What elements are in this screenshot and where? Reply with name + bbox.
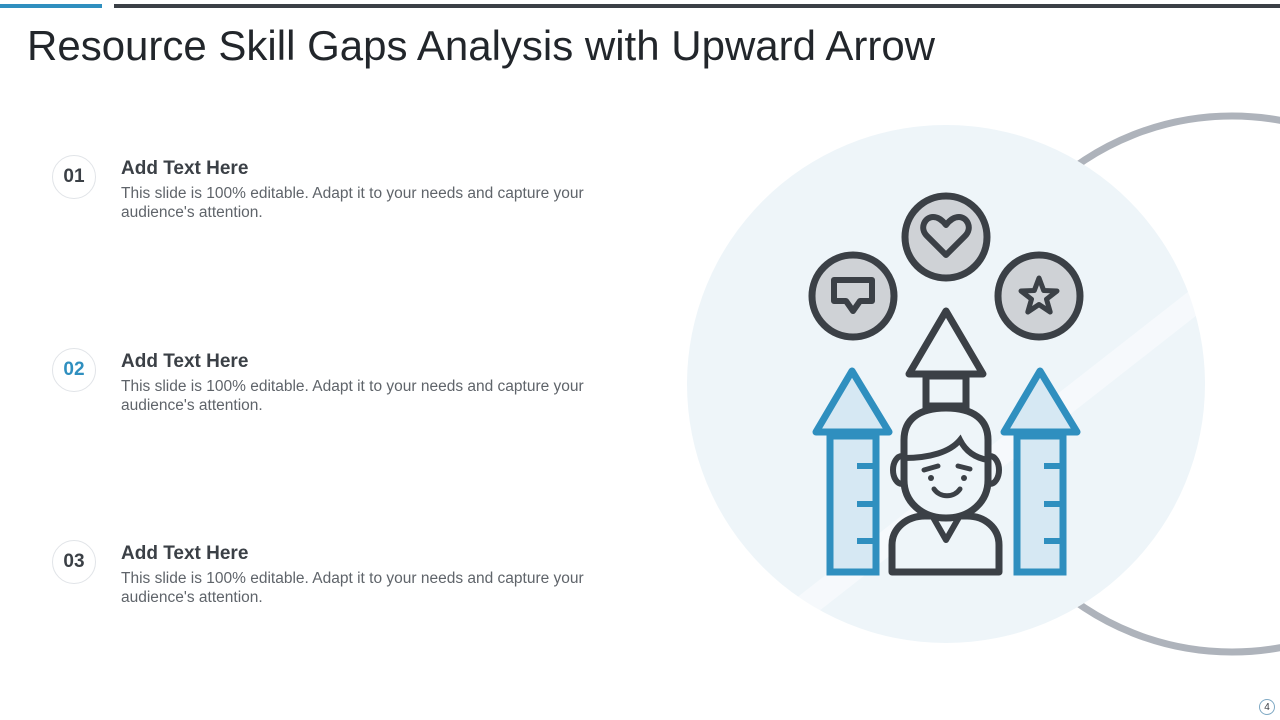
point-item-2: 02 Add Text Here This slide is 100% edit… xyxy=(52,348,652,428)
ruler-arrow-icon xyxy=(1000,367,1081,576)
point-description: This slide is 100% editable. Adapt it to… xyxy=(121,570,584,606)
star-icon xyxy=(994,251,1084,341)
point-heading: Add Text Here xyxy=(121,543,249,564)
up-arrow-icon xyxy=(905,307,987,410)
point-number-badge: 02 xyxy=(52,348,96,392)
slide-title: Resource Skill Gaps Analysis with Upward… xyxy=(27,22,936,69)
header-accent-bar xyxy=(0,4,102,8)
header-divider-bar xyxy=(114,4,1280,8)
point-description: This slide is 100% editable. Adapt it to… xyxy=(121,185,584,221)
point-number-badge: 03 xyxy=(52,540,96,584)
ruler-arrow-icon xyxy=(812,367,893,576)
page-number: 4 xyxy=(1259,699,1275,715)
chat-bubble-icon xyxy=(808,251,898,341)
point-heading: Add Text Here xyxy=(121,351,249,372)
point-heading: Add Text Here xyxy=(121,158,249,179)
point-item-1: 01 Add Text Here This slide is 100% edit… xyxy=(52,155,652,235)
point-number-badge: 01 xyxy=(52,155,96,199)
person-icon xyxy=(888,404,1003,576)
heart-icon xyxy=(901,192,991,282)
point-item-3: 03 Add Text Here This slide is 100% edit… xyxy=(52,540,652,620)
point-description: This slide is 100% editable. Adapt it to… xyxy=(121,378,584,414)
